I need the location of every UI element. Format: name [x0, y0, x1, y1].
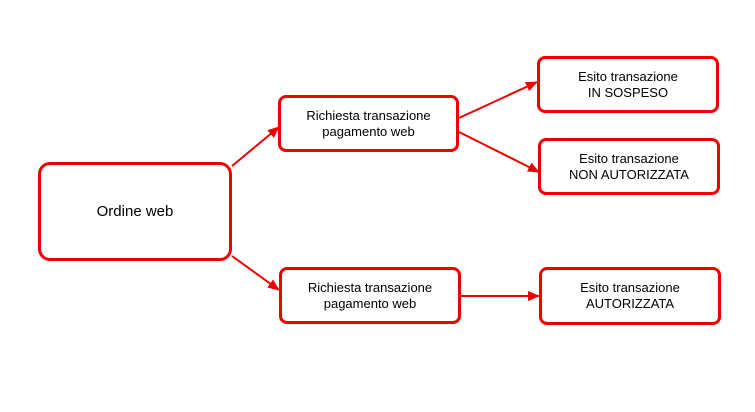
node-label-line-1: Esito transazione — [580, 280, 680, 295]
arrow-request-top-to-denied — [458, 131, 540, 173]
node-esito-in-sospeso: Esito transazione IN SOSPESO — [537, 56, 719, 113]
node-label-line-2: IN SOSPESO — [587, 84, 669, 100]
node-richiesta-transazione-top: Richiesta transazione pagamento web — [278, 95, 459, 152]
node-label-line-1: Esito transazione — [579, 150, 679, 166]
arrow-request-top-to-pending — [458, 81, 538, 119]
node-esito-autorizzata: Esito transazione AUTORIZZATA — [539, 267, 721, 325]
node-label-line-1: Esito transazione — [578, 68, 678, 84]
node-label-line-2: NON AUTORIZZATA — [569, 166, 689, 182]
node-label-line-2: pagamento web — [322, 123, 415, 139]
node-ordine-web: Ordine web — [38, 162, 232, 261]
node-label-line-1: Richiesta transazione — [307, 279, 433, 295]
arrow-order-to-request-bottom — [231, 255, 280, 291]
node-label: Ordine web — [96, 202, 174, 220]
node-label-line-2: pagamento web — [323, 295, 417, 311]
arrow-order-to-request-top — [231, 126, 280, 167]
node-richiesta-transazione-bottom: Richiesta transazione pagamento web — [279, 267, 461, 324]
node-label-line-2: AUTORIZZATA — [585, 296, 675, 311]
node-label-line-1: Richiesta transazione — [306, 107, 431, 123]
node-esito-non-autorizzata: Esito transazione NON AUTORIZZATA — [538, 138, 720, 195]
